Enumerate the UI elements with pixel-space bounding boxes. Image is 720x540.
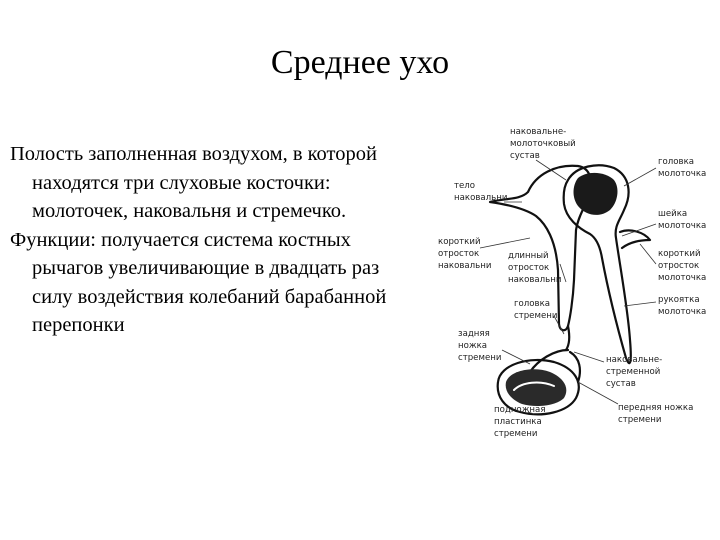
ossicles-diagram: наковальне- молоточковый сустав головка … [438,127,706,439]
slide-body: Полость заполненная воздухом, в которой … [10,140,410,340]
label-malleus-head: головка молоточка [658,157,706,179]
label-incus-short-process: короткий отросток наковальни [438,237,491,271]
label-malleus-neck: шейка молоточка [658,209,706,231]
label-stapes-posterior-crus: задняя ножка стремени [458,329,501,363]
footplate-shade [505,369,567,406]
ossicles-drawing [488,164,652,416]
label-incus-body: тело наковальни [454,181,507,203]
leader-lines [479,159,657,415]
diagram-labels: наковальне- молоточковый сустав головка … [438,127,706,439]
paragraph-cavity: Полость заполненная воздухом, в которой … [10,143,377,222]
malleus-bone [562,164,632,365]
paragraph-functions: Функции: получается система костных рыча… [10,228,387,337]
label-incudomalleolar-joint: наковальне- молоточковый сустав [510,127,578,161]
label-malleus-handle: рукоятка молоточка [658,295,706,317]
malleus-short-process [618,229,652,250]
stapes-footplate [496,358,580,416]
label-stapes-footplate: подножная пластинка стремени [494,405,548,439]
label-stapes-anterior-crus: передняя ножка стремени [618,403,696,425]
label-incus-long-process: длинный отросток наковальни [508,251,561,285]
slide-title: Среднее ухо [270,44,450,81]
incus-long-process [564,324,571,352]
label-incudostapedial-joint: наковальне- стременной сустав [606,355,665,389]
malleus-head-fill [573,172,618,215]
label-stapes-head: головка стремени [514,299,557,321]
label-malleus-short-process: короткий отросток молоточка [658,249,706,283]
